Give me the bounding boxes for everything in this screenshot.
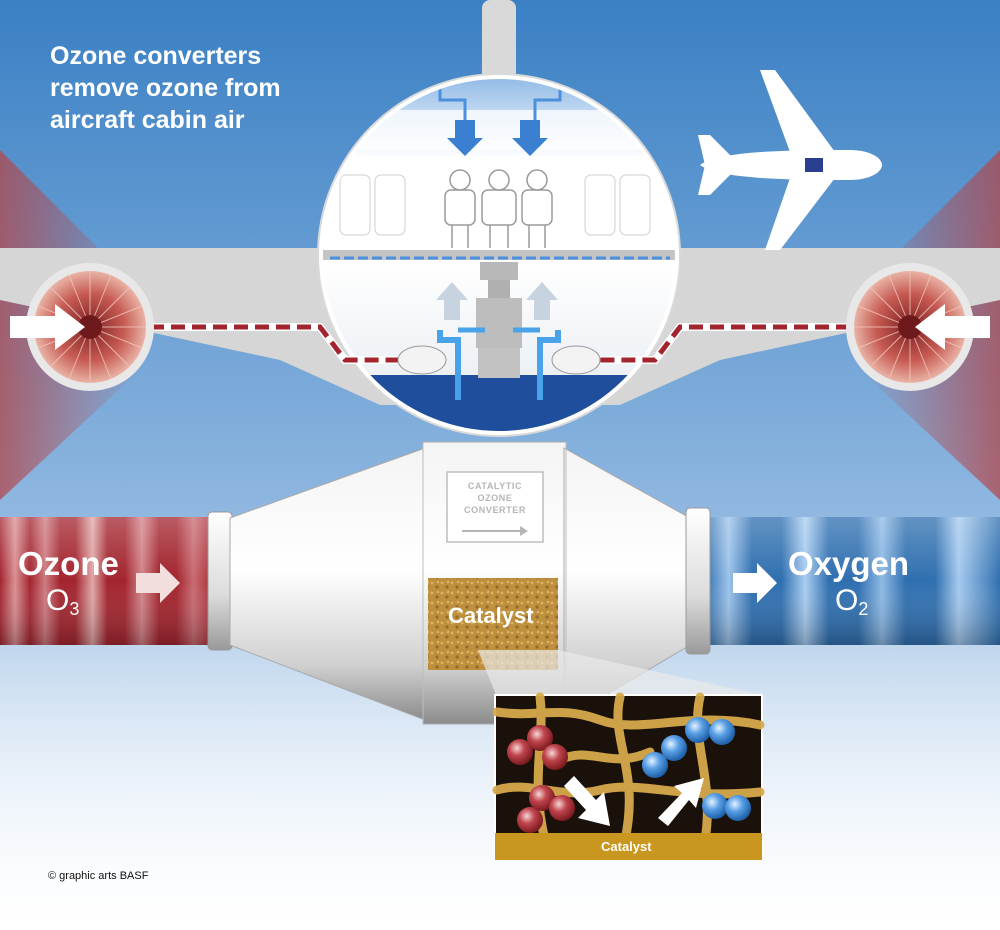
oxygen-label: Oxygen [788, 545, 910, 582]
fuselage-rim [319, 75, 679, 435]
title-line-2: remove ozone from [50, 74, 281, 102]
catalyst-window-label: Catalyst [448, 603, 534, 628]
right-intake-arrow [915, 304, 990, 350]
zoom-callout-wedge [478, 650, 762, 695]
ozone-molecule [507, 725, 568, 770]
tail-fin [482, 0, 516, 90]
ozone-label: Ozone [18, 545, 119, 582]
title-line-1: Ozone converters [50, 42, 262, 70]
plate-line-3: CONVERTER [464, 505, 526, 515]
down-reaction-arrow-icon [564, 776, 610, 826]
plate-arrow-icon [462, 526, 528, 536]
catalyst-inset [492, 692, 765, 861]
ozone-formula: O3 [46, 584, 79, 620]
catalyst-strip [495, 833, 762, 860]
ozone-formula-symbol: O [46, 584, 70, 617]
oxygen-formula-subscript: 2 [858, 599, 869, 619]
plate-line-1: CATALYTIC [467, 481, 523, 491]
plate-line-2: OZONE [477, 493, 513, 503]
ozone-flow-arrow [136, 563, 180, 603]
catalyst-strip-label: Catalyst [601, 839, 652, 854]
right-small-converter [551, 345, 601, 375]
left-engine [10, 263, 154, 391]
converter-plate-text: CATALYTIC OZONE CONVERTER [450, 480, 540, 516]
title-line-3: aircraft cabin air [50, 106, 245, 134]
diagram-title: Ozone converters remove ozone from aircr… [50, 40, 350, 136]
credit-text: © graphic arts BASF [48, 870, 149, 882]
left-intake-arrow [10, 304, 85, 350]
oxygen-formula: O2 [835, 584, 868, 620]
right-bleed-duct [600, 324, 850, 363]
ozone-formula-subscript: 3 [69, 599, 80, 619]
airplane-silhouette-icon [698, 70, 882, 250]
oxygen-flow-arrow [733, 563, 777, 603]
right-engine [846, 263, 990, 391]
oxygen-formula-symbol: O [835, 584, 859, 617]
oxygen-molecule [642, 735, 687, 778]
oxygen-molecule [685, 717, 735, 745]
left-small-converter [397, 345, 447, 375]
oxygen-molecule [702, 793, 751, 821]
ozone-molecule [517, 785, 575, 833]
left-bleed-duct [150, 324, 400, 363]
catalytic-converter [207, 441, 711, 725]
up-reaction-arrow-icon [658, 778, 704, 826]
